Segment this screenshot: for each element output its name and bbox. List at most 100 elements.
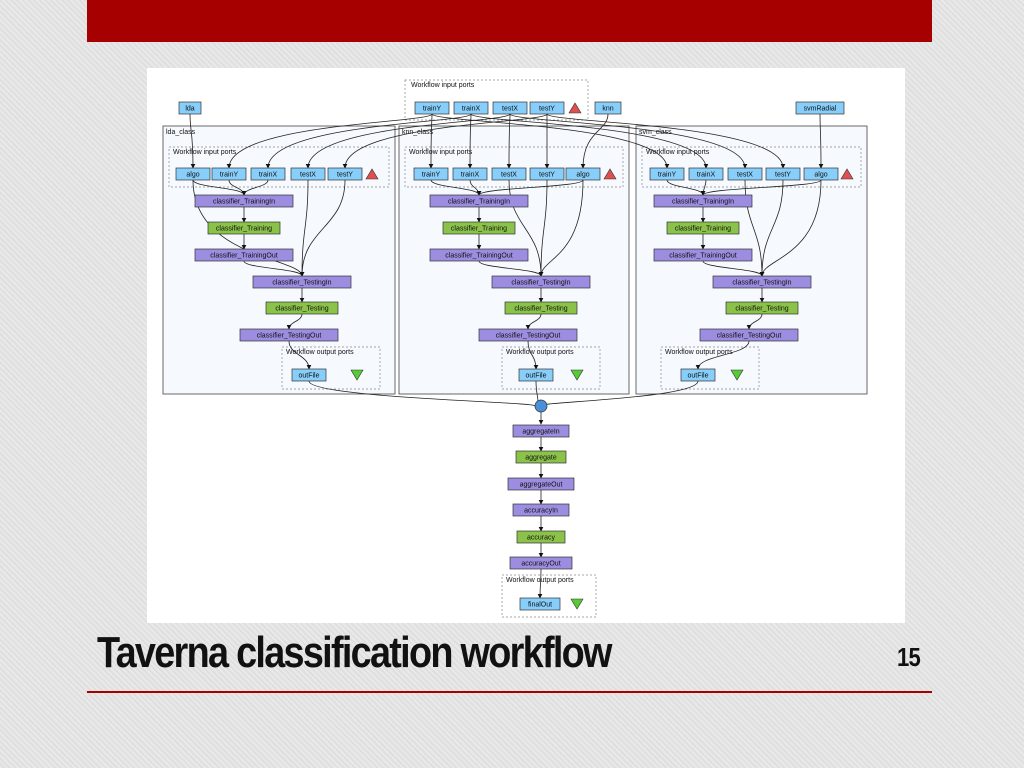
subworkflow-2-classifier-testing-in[interactable]: classifier_TestingIn <box>712 275 812 289</box>
subworkflow-0-output-ports-label: Workflow output ports <box>286 349 354 356</box>
param-lda-label: lda <box>185 106 194 113</box>
subworkflow-2-classifier-testing-out-label: classifier_TestingOut <box>717 333 782 340</box>
edge-s0_in_testY-to-s0_st3 <box>299 179 346 277</box>
edge-s2_st5-to-s2_out <box>695 340 750 370</box>
subworkflow-1-classifier-testing[interactable]: classifier_Testing <box>504 301 578 315</box>
subworkflow-2-input-train-x[interactable]: trainX <box>688 167 724 181</box>
subworkflow-0-input-test-y-box <box>327 167 363 181</box>
top-input-test-y[interactable]: testY <box>529 101 565 115</box>
subworkflow-0-classifier-testing-in[interactable]: classifier_TestingIn <box>252 275 352 289</box>
subworkflow-0-classifier-testing[interactable]: classifier_Testing <box>265 301 339 315</box>
edge-s1_st4-to-s1_st5 <box>525 313 542 330</box>
subworkflow-1-input-algo-label: algo <box>576 172 589 179</box>
subworkflow-2-input-train-x-label: trainX <box>697 172 716 179</box>
edge-s2_st4-to-s2_st5 <box>746 313 763 330</box>
subworkflow-1-input-algo[interactable]: algo <box>565 167 601 181</box>
subworkflow-0-input-test-x[interactable]: testX <box>290 167 326 181</box>
subworkflow-1-input-train-x[interactable]: trainX <box>452 167 488 181</box>
subworkflow-2-classifier-training[interactable]: classifier_Training <box>666 221 740 235</box>
edge-param_0-to-s0_in_algo <box>189 113 196 169</box>
param-lda[interactable]: lda <box>178 101 202 115</box>
subworkflow-0-input-algo[interactable]: algo <box>175 167 211 181</box>
subworkflow-1-classifier-training-in[interactable]: classifier_TrainingIn <box>429 194 529 208</box>
subworkflow-2-output-ports-label: Workflow output ports <box>665 349 733 356</box>
subworkflow-2-classifier-testing-out[interactable]: classifier_TestingOut <box>699 328 799 342</box>
subworkflow-1-classifier-training-out-box <box>429 248 529 262</box>
subworkflow-0-classifier-training-out[interactable]: classifier_TrainingOut <box>194 248 294 262</box>
subworkflow-1-input-test-x-label: testX <box>501 172 517 179</box>
subworkflow-1-classifier-training-out[interactable]: classifier_TrainingOut <box>429 248 529 262</box>
subworkflow-0-classifier-training[interactable]: classifier_Training <box>207 221 281 235</box>
step-accuracy-in-box <box>512 503 570 517</box>
final-output-ports-label: Workflow output ports <box>506 577 574 584</box>
param-svm-radial-box <box>795 101 845 115</box>
subworkflow-1-classifier-testing-out[interactable]: classifier_TestingOut <box>478 328 578 342</box>
param-svm-radial[interactable]: svmRadial <box>795 101 845 115</box>
subworkflow-1-classifier-training-in-box <box>429 194 529 208</box>
subworkflow-1-classifier-testing-in-label: classifier_TestingIn <box>511 280 570 287</box>
subworkflow-1-input-algo-box <box>565 167 601 181</box>
top-input-ports-label: Workflow input ports <box>411 82 475 89</box>
subworkflow-2-classifier-training-in[interactable]: classifier_TrainingIn <box>653 194 753 208</box>
subworkflow-2-inputs-up-triangle <box>840 168 854 180</box>
subworkflow-2-input-train-y[interactable]: trainY <box>649 167 685 181</box>
subworkflow-0-input-train-y[interactable]: trainY <box>211 167 247 181</box>
subworkflow-0-output-out-file-label: outFile <box>298 373 319 380</box>
step-accuracy-out-box <box>509 556 573 570</box>
subworkflow-2-input-algo-box <box>803 167 839 181</box>
subworkflow-0-classifier-testing-out[interactable]: classifier_TestingOut <box>239 328 339 342</box>
subworkflow-2-input-test-y[interactable]: testY <box>765 167 801 181</box>
subworkflow-1-input-train-y[interactable]: trainY <box>413 167 449 181</box>
subworkflow-0-input-train-x[interactable]: trainX <box>250 167 286 181</box>
step-aggregate-out[interactable]: aggregateOut <box>507 477 575 491</box>
subworkflow-2-output-out-file-box <box>680 368 716 382</box>
subworkflow-0-output-out-file[interactable]: outFile <box>291 368 327 382</box>
subworkflow-2-classifier-training-out[interactable]: classifier_TrainingOut <box>653 248 753 262</box>
edge-s0_in_testX-to-s0_st3 <box>299 179 309 277</box>
subworkflow-1-output-out-file[interactable]: outFile <box>518 368 554 382</box>
subworkflow-2-classifier-training-in-box <box>653 194 753 208</box>
subworkflow-2-input-algo[interactable]: algo <box>803 167 839 181</box>
subworkflow-1-classifier-testing-in[interactable]: classifier_TestingIn <box>491 275 591 289</box>
edge-top_trainX-to-s1_in_trainX <box>467 113 473 169</box>
subworkflow-1-input-test-y-label: testY <box>539 172 555 179</box>
subworkflow-0-input-algo-label: algo <box>186 172 199 179</box>
subworkflow-2-classifier-testing[interactable]: classifier_Testing <box>725 301 799 315</box>
step-aggregate[interactable]: aggregate <box>515 450 567 464</box>
param-knn[interactable]: knn <box>594 101 622 115</box>
subworkflow-0-input-test-x-label: testX <box>300 172 316 179</box>
final-output-final-out[interactable]: finalOut <box>519 597 561 611</box>
subworkflow-2-input-test-x[interactable]: testX <box>727 167 763 181</box>
edge-top_trainY-to-s2_in_trainY <box>431 113 670 169</box>
subworkflow-2-input-test-y-box <box>765 167 801 181</box>
top-input-test-x[interactable]: testX <box>492 101 528 115</box>
top-input-train-x[interactable]: trainX <box>453 101 489 115</box>
subworkflow-0-classifier-training-in[interactable]: classifier_TrainingIn <box>194 194 294 208</box>
subworkflow-2-classifier-training-in-label: classifier_TrainingIn <box>672 199 734 206</box>
subworkflow-1-inputs-up-triangle <box>603 168 617 180</box>
subworkflow-1-input-ports-group <box>404 146 624 188</box>
subworkflow-0-classifier-training-in-label: classifier_TrainingIn <box>213 199 275 206</box>
step-accuracy-in[interactable]: accuracyIn <box>512 503 570 517</box>
top-input-train-y[interactable]: trainY <box>414 101 450 115</box>
top-input-test-y-box <box>529 101 565 115</box>
step-accuracy[interactable]: accuracy <box>516 530 566 544</box>
param-lda-box <box>178 101 202 115</box>
subworkflow-1-classifier-testing-out-box <box>478 328 578 342</box>
merge-node <box>534 399 548 413</box>
subworkflow-0-input-test-y[interactable]: testY <box>327 167 363 181</box>
subworkflow-2-classifier-testing-in-box <box>712 275 812 289</box>
subworkflow-1-input-test-x[interactable]: testX <box>491 167 527 181</box>
edge-s0_st5-to-s0_out <box>288 340 312 370</box>
edge-s1_in_algo-to-s1_st3 <box>538 179 584 277</box>
edge-top_testX-to-s0_in_testX <box>305 113 511 169</box>
step-accuracy-out[interactable]: accuracyOut <box>509 556 573 570</box>
step-aggregate-in[interactable]: aggregateIn <box>512 424 570 438</box>
subworkflow-2-input-train-y-box <box>649 167 685 181</box>
subworkflow-0-classifier-testing-label: classifier_Testing <box>275 306 328 313</box>
subworkflow-2-input-test-x-label: testX <box>737 172 753 179</box>
subworkflow-1-input-test-y[interactable]: testY <box>529 167 565 181</box>
subworkflow-1-classifier-training[interactable]: classifier_Training <box>442 221 516 235</box>
subworkflow-2-output-out-file[interactable]: outFile <box>680 368 716 382</box>
